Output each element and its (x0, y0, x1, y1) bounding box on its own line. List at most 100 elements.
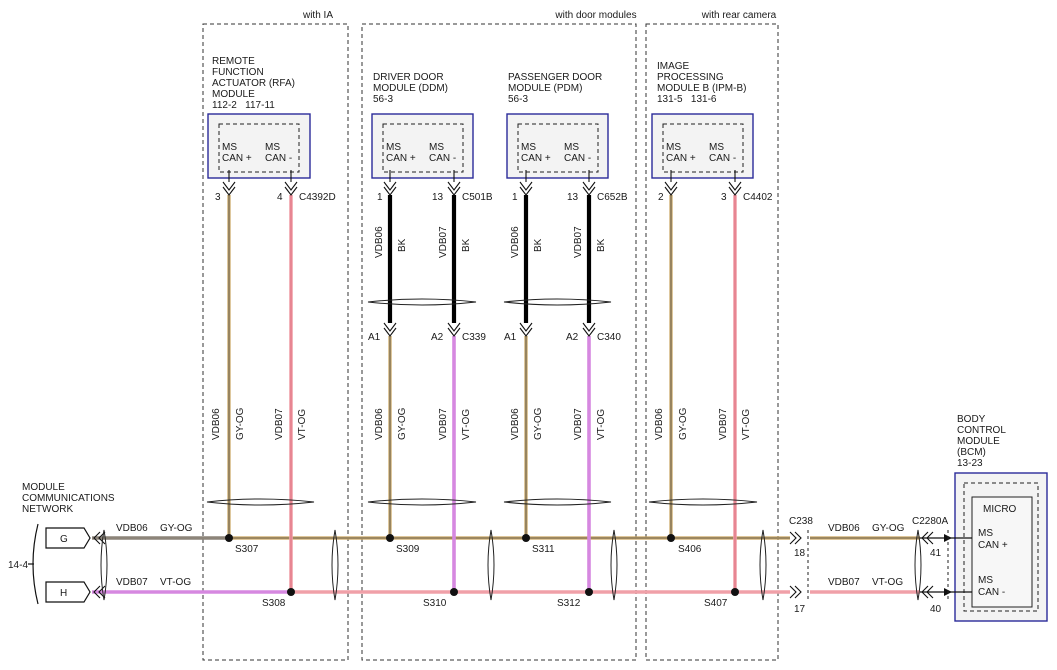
c339-connector-id: C339 (462, 332, 486, 343)
module-pdm: PASSENGER DOOR MODULE (PDM) 56-3 MS CAN … (506, 72, 609, 179)
pdm-lower-minus-code: VDB07 (573, 408, 584, 440)
splice-s312-label: S312 (557, 598, 581, 609)
network-title-line-2: COMMUNICATIONS (22, 493, 115, 504)
ipmb-pin-minus-line-1: MS (709, 142, 724, 153)
group-label-ia: with IA (302, 10, 333, 21)
rfa-module-inner (218, 123, 300, 173)
ddm-upper-plus-color: BK (397, 238, 408, 252)
ipmb-minus-color: VT-OG (741, 409, 752, 440)
connector-arrows (93, 170, 952, 599)
rfa-title-line-1: REMOTE (212, 56, 255, 67)
c238-id: C238 (789, 516, 813, 527)
pdm-upper-plus-code: VDB06 (510, 226, 521, 258)
c340-connector-id: C340 (597, 332, 621, 343)
bus-right-plus-color: GY-OG (872, 523, 905, 534)
ddm-refs: 56-3 (373, 94, 393, 105)
rfa-title-line-2: FUNCTION (212, 67, 264, 78)
group-frame-door-modules: with door modules (361, 10, 637, 661)
bcm-pin-minus-line-2: CAN - (978, 587, 1005, 598)
group-label-rear-camera: with rear camera (701, 10, 777, 21)
rfa-refs: 112-2 117-11 (212, 100, 275, 111)
ipmb-minus-code: VDB07 (718, 408, 729, 440)
bus-left-minus-code: VDB07 (116, 577, 148, 588)
rfa-plus-color: GY-OG (235, 407, 246, 440)
pdm-refs: 56-3 (508, 94, 528, 105)
ddm-top-pin-b: 13 (432, 192, 444, 203)
ddm-lower-plus-color: GY-OG (397, 407, 408, 440)
ddm-pin-plus-line-1: MS (386, 142, 401, 153)
c238-pin-b: 17 (794, 604, 806, 615)
bus-right-minus-code: VDB07 (828, 577, 860, 588)
network-block: MODULE COMMUNICATIONS NETWORK 14-4 G H (8, 482, 115, 605)
bcm-pin-minus-line-1: MS (978, 575, 993, 586)
c238-pin-a: 18 (794, 548, 806, 559)
pdm-top-connector-id: C652B (597, 192, 628, 203)
bus-left-plus-code: VDB06 (116, 523, 148, 534)
bcm-title-line-1: BODY (957, 414, 986, 425)
splice-s310 (450, 588, 458, 596)
ddm-lower-minus-code: VDB07 (438, 408, 449, 440)
module-ddm: DRIVER DOOR MODULE (DDM) 56-3 MS CAN + M… (371, 72, 474, 179)
rfa-pin-a: 3 (215, 192, 221, 203)
ipmb-refs: 131-5 131-6 (657, 94, 717, 105)
splice-s311 (522, 534, 530, 542)
splice-s309-label: S309 (396, 544, 420, 555)
module-bcm: BODY CONTROL MODULE (BCM) 13-23 MICRO MS… (954, 414, 1048, 622)
pdm-lower-plus-color: GY-OG (533, 407, 544, 440)
rfa-minus-code: VDB07 (274, 408, 285, 440)
ipmb-plus-color: GY-OG (678, 407, 689, 440)
bus-left-minus-color: VT-OG (160, 577, 191, 588)
rfa-minus-color: VT-OG (297, 409, 308, 440)
bcm-module-inner (963, 482, 1039, 612)
splice-s308-label: S308 (262, 598, 286, 609)
ddm-pin-plus-line-2: CAN + (386, 153, 416, 164)
network-title-line-1: MODULE (22, 482, 65, 493)
pdm-top-pin-a: 1 (512, 192, 518, 203)
splice-s307 (225, 534, 233, 542)
c340-pin-b: A2 (566, 332, 579, 343)
ddm-upper-minus-color: BK (461, 238, 472, 252)
rfa-module-box (207, 113, 311, 179)
bcm-refs: 13-23 (957, 458, 983, 469)
ipmb-title-line-2: PROCESSING (657, 72, 724, 83)
c2280a-pin-a: 41 (930, 548, 942, 559)
rfa-pin-plus-line-2: CAN + (222, 153, 252, 164)
rfa-pin-minus-line-1: MS (265, 142, 280, 153)
bcm-micro-box (971, 496, 1033, 608)
ddm-module-inner (382, 123, 464, 173)
pdm-upper-plus-color: BK (533, 238, 544, 252)
c339-pin-a: A1 (368, 332, 381, 343)
splice-s406-label: S406 (678, 544, 702, 555)
ddm-pin-minus-line-2: CAN - (429, 153, 456, 164)
c2280a-id: C2280A (912, 516, 948, 527)
connector-h (45, 581, 91, 603)
branch-ipmb: 2 3 C4402 VDB06 GY-OG VDB07 VT-OG (654, 192, 773, 592)
module-ipmb: IMAGE PROCESSING MODULE B (IPM-B) 131-5 … (651, 61, 754, 179)
ipmb-module-inner (662, 123, 744, 173)
ipmb-title-line-1: IMAGE (657, 61, 690, 72)
c2280a-pin-b: 40 (930, 604, 942, 615)
ipmb-connector-id: C4402 (743, 192, 773, 203)
splice-s308 (287, 588, 295, 596)
ddm-lower-minus-color: VT-OG (461, 409, 472, 440)
splice-s406 (667, 534, 675, 542)
pdm-upper-minus-color: BK (596, 238, 607, 252)
ddm-title-line-1: DRIVER DOOR (373, 72, 444, 83)
ipmb-pin-plus-line-1: MS (666, 142, 681, 153)
c339-pin-b: A2 (431, 332, 444, 343)
splice-s312 (585, 588, 593, 596)
ddm-top-pin-a: 1 (377, 192, 383, 203)
branch-pdm: 1 13 C652B VDB06 BK VDB07 BK A1 A2 C340 … (504, 192, 628, 592)
pdm-top-pin-b: 13 (567, 192, 579, 203)
pdm-title-line-2: MODULE (PDM) (508, 83, 582, 94)
ddm-top-connector-id: C501B (462, 192, 493, 203)
connector-h-label: H (60, 588, 67, 599)
pdm-pin-minus-line-2: CAN - (564, 153, 591, 164)
bcm-pin-plus-line-2: CAN + (978, 540, 1008, 551)
connector-c238: C238 18 17 (789, 516, 813, 615)
c340-pin-a: A1 (504, 332, 517, 343)
pdm-lower-minus-color: VT-OG (596, 409, 607, 440)
rfa-pin-minus-line-2: CAN - (265, 153, 292, 164)
pdm-title-line-1: PASSENGER DOOR (508, 72, 602, 83)
